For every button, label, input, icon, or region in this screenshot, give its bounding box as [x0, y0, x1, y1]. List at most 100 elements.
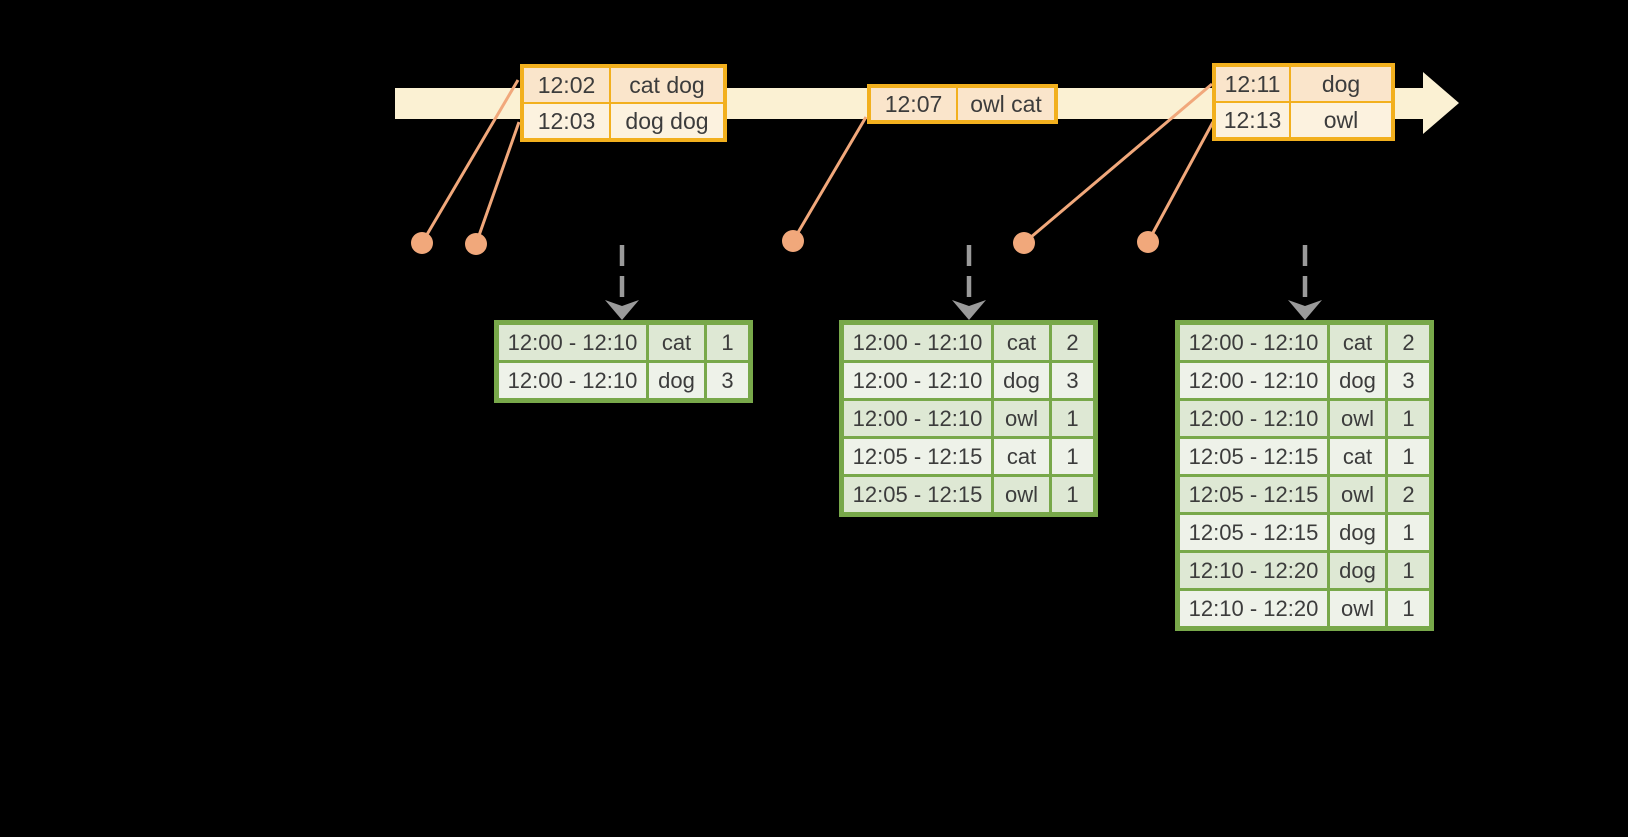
event-table-2: 12:07 owl cat — [867, 84, 1058, 124]
table-row: 12:05 - 12:15 cat 1 — [844, 439, 1093, 474]
table-row: 12:13 owl — [1216, 103, 1391, 137]
count-cell: 1 — [1388, 401, 1429, 436]
table-row: 12:02 cat dog — [524, 68, 723, 102]
word-cell: cat — [649, 325, 704, 360]
count-cell: 1 — [1388, 439, 1429, 474]
table-row: 12:05 - 12:15 owl 2 — [1180, 477, 1429, 512]
table-row: 12:03 dog dog — [524, 104, 723, 138]
table-row: 12:00 - 12:10 owl 1 — [844, 401, 1093, 436]
event-line — [1146, 121, 1215, 243]
word-cell: owl — [1330, 477, 1385, 512]
count-cell: 1 — [1052, 439, 1093, 474]
event-time-cell: 12:07 — [871, 88, 956, 120]
event-time-cell: 12:11 — [1216, 67, 1289, 101]
event-dot — [1137, 231, 1159, 253]
count-cell: 1 — [1052, 401, 1093, 436]
window-cell: 12:05 - 12:15 — [1180, 439, 1327, 474]
event-line — [420, 79, 520, 244]
word-cell: dog — [1330, 515, 1385, 550]
event-dot — [782, 230, 804, 252]
table-row: 12:00 - 12:10 cat 2 — [1180, 325, 1429, 360]
table-row: 12:07 owl cat — [871, 88, 1054, 120]
event-dot — [1013, 232, 1035, 254]
word-cell: cat — [994, 439, 1049, 474]
down-arrowhead-icon — [605, 300, 639, 320]
window-cell: 12:00 - 12:10 — [499, 325, 646, 360]
word-cell: owl — [994, 401, 1049, 436]
word-cell: owl — [1330, 591, 1385, 626]
word-cell: cat — [1330, 325, 1385, 360]
event-dot — [411, 232, 433, 254]
event-time-cell: 12:02 — [524, 68, 609, 102]
table-row: 12:10 - 12:20 owl 1 — [1180, 591, 1429, 626]
table-row: 12:00 - 12:10 dog 3 — [499, 363, 748, 398]
word-cell: dog — [1330, 553, 1385, 588]
window-cell: 12:00 - 12:10 — [1180, 325, 1327, 360]
result-table-2: 12:00 - 12:10 cat 2 12:00 - 12:10 dog 3 … — [839, 320, 1098, 517]
window-cell: 12:00 - 12:10 — [1180, 401, 1327, 436]
word-cell: owl — [994, 477, 1049, 512]
event-words-cell: dog — [1291, 67, 1391, 101]
count-cell: 1 — [1388, 591, 1429, 626]
word-cell: cat — [994, 325, 1049, 360]
event-line — [1023, 82, 1213, 245]
table-row: 12:05 - 12:15 dog 1 — [1180, 515, 1429, 550]
table-row: 12:05 - 12:15 cat 1 — [1180, 439, 1429, 474]
event-words-cell: dog dog — [611, 104, 723, 138]
result-table-3: 12:00 - 12:10 cat 2 12:00 - 12:10 dog 3 … — [1175, 320, 1434, 631]
event-table-1: 12:02 cat dog 12:03 dog dog — [520, 64, 727, 142]
down-arrowhead-icon — [1288, 300, 1322, 320]
window-cell: 12:05 - 12:15 — [844, 477, 991, 512]
window-cell: 12:10 - 12:20 — [1180, 553, 1327, 588]
table-row: 12:00 - 12:10 cat 2 — [844, 325, 1093, 360]
table-row: 12:05 - 12:15 owl 1 — [844, 477, 1093, 512]
table-row: 12:00 - 12:10 dog 3 — [844, 363, 1093, 398]
event-words-cell: owl cat — [958, 88, 1054, 120]
count-cell: 2 — [1388, 477, 1429, 512]
table-row: 12:10 - 12:20 dog 1 — [1180, 553, 1429, 588]
down-arrowhead-icon — [952, 300, 986, 320]
word-cell: cat — [1330, 439, 1385, 474]
window-cell: 12:05 - 12:15 — [844, 439, 991, 474]
table-row: 12:00 - 12:10 owl 1 — [1180, 401, 1429, 436]
event-words-cell: cat dog — [611, 68, 723, 102]
count-cell: 1 — [1388, 553, 1429, 588]
word-cell: dog — [1330, 363, 1385, 398]
event-leader-lines — [420, 79, 1215, 245]
table-row: 12:11 dog — [1216, 67, 1391, 101]
result-table-1: 12:00 - 12:10 cat 1 12:00 - 12:10 dog 3 — [494, 320, 753, 403]
count-cell: 1 — [1388, 515, 1429, 550]
word-cell: dog — [994, 363, 1049, 398]
count-cell: 2 — [1388, 325, 1429, 360]
trigger-arrowheads — [605, 300, 1322, 320]
window-cell: 12:00 - 12:10 — [1180, 363, 1327, 398]
window-cell: 12:05 - 12:15 — [1180, 477, 1327, 512]
count-cell: 3 — [1052, 363, 1093, 398]
table-row: 12:00 - 12:10 dog 3 — [1180, 363, 1429, 398]
window-cell: 12:05 - 12:15 — [1180, 515, 1327, 550]
count-cell: 3 — [707, 363, 748, 398]
word-cell: owl — [1330, 401, 1385, 436]
window-cell: 12:00 - 12:10 — [844, 363, 991, 398]
event-line — [474, 121, 521, 245]
word-cell: dog — [649, 363, 704, 398]
count-cell: 3 — [1388, 363, 1429, 398]
event-dots — [411, 230, 1159, 255]
event-table-3: 12:11 dog 12:13 owl — [1212, 63, 1395, 141]
event-time-cell: 12:03 — [524, 104, 609, 138]
table-row: 12:00 - 12:10 cat 1 — [499, 325, 748, 360]
event-words-cell: owl — [1291, 103, 1391, 137]
timeline-arrowhead-icon — [1423, 72, 1459, 134]
trigger-arrows — [619, 245, 1308, 298]
window-cell: 12:00 - 12:10 — [844, 325, 991, 360]
event-time-cell: 12:13 — [1216, 103, 1289, 137]
count-cell: 1 — [707, 325, 748, 360]
event-dot — [465, 233, 487, 255]
window-cell: 12:00 - 12:10 — [499, 363, 646, 398]
window-cell: 12:00 - 12:10 — [844, 401, 991, 436]
count-cell: 1 — [1052, 477, 1093, 512]
count-cell: 2 — [1052, 325, 1093, 360]
event-line — [791, 116, 868, 242]
